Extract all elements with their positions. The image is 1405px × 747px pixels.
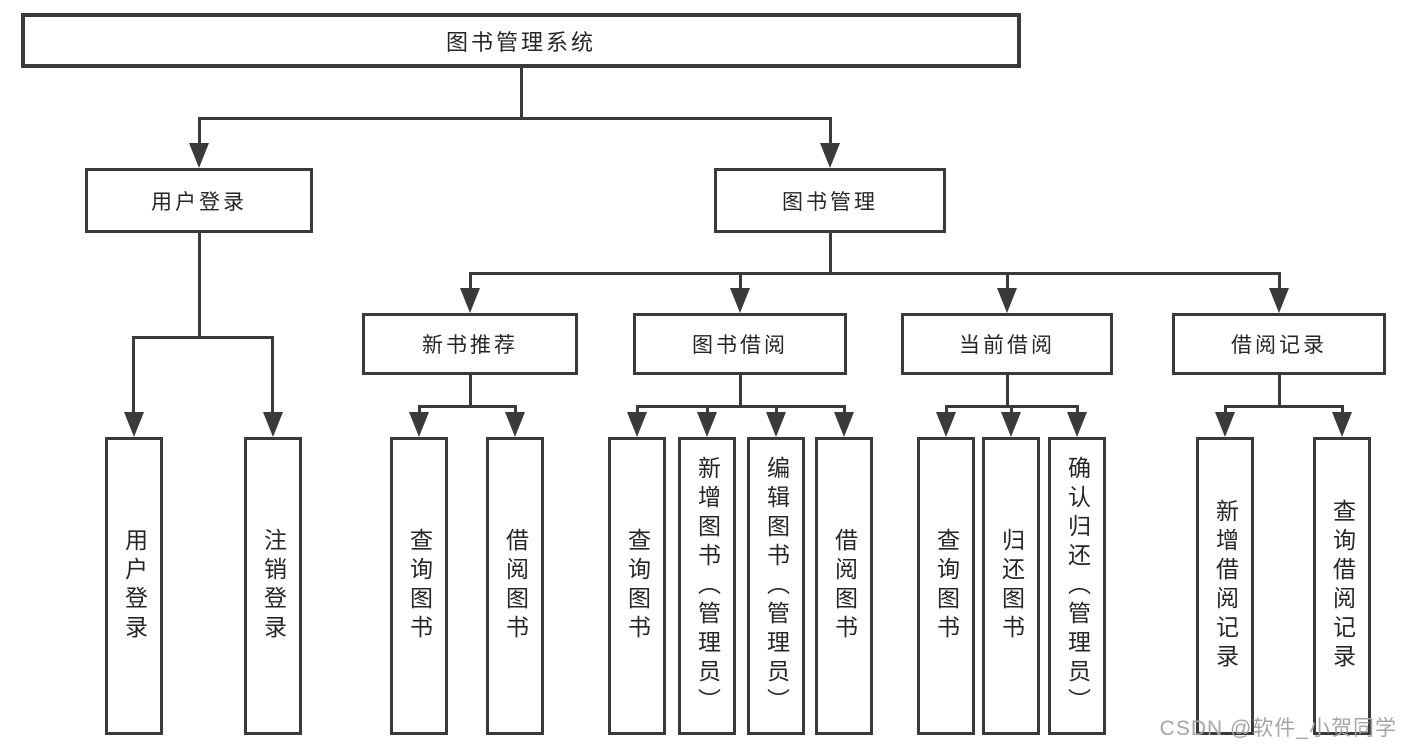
arrow-down-icon: [1332, 412, 1352, 437]
leaf-query-borrow-record: 查询借阅记录: [1313, 437, 1371, 735]
leaf-logout: 注销登录: [244, 437, 302, 735]
connector-line: [1006, 375, 1009, 405]
connector-line: [1076, 405, 1079, 417]
arrow-down-icon: [1001, 412, 1021, 437]
leaf-user-login: 用户登录: [105, 437, 163, 735]
connector-line: [1278, 375, 1281, 405]
node-borrowing-records: 借阅记录: [1172, 313, 1386, 375]
leaf-add-borrow-record-label: 新增借阅记录: [1212, 499, 1239, 673]
arrow-down-icon: [697, 412, 717, 437]
node-current-borrowing: 当前借阅: [901, 313, 1113, 375]
leaf-return-book-label: 归还图书: [998, 528, 1025, 644]
connector-line: [1278, 272, 1281, 292]
node-new-book-recommend: 新书推荐: [362, 313, 578, 375]
leaf-logout-label: 注销登录: [260, 528, 287, 644]
node-book-borrowing-label: 图书借阅: [692, 334, 788, 357]
arrow-down-icon: [936, 412, 956, 437]
connector-line: [469, 272, 1281, 275]
leaf-confirm-return-admin-label: 确认归还（管理员）: [1064, 455, 1091, 717]
leaf-confirm-return-admin: 确认归还（管理员）: [1048, 437, 1106, 735]
arrow-down-icon: [834, 412, 854, 437]
arrow-down-icon: [409, 412, 429, 437]
connector-line: [418, 405, 421, 417]
arrow-down-icon: [1269, 288, 1289, 313]
connector-line: [132, 336, 274, 339]
arrow-down-icon: [124, 412, 144, 437]
arrow-down-icon: [189, 143, 209, 168]
arrow-down-icon: [1067, 412, 1087, 437]
connector-line: [198, 117, 201, 145]
node-current-borrowing-label: 当前借阅: [959, 334, 1055, 357]
leaf-query-book-borrowing-label: 查询图书: [624, 528, 651, 644]
leaf-borrow-book-borrowing: 借阅图书: [815, 437, 873, 735]
connector-line: [418, 405, 517, 408]
leaf-add-book-admin-label: 新增图书（管理员）: [694, 455, 721, 717]
node-root-label: 图书管理系统: [445, 29, 596, 55]
leaf-edit-book-admin-label: 编辑图书（管理员）: [763, 455, 790, 717]
connector-line: [829, 117, 832, 145]
connector-line: [829, 233, 832, 272]
leaf-user-login-label: 用户登录: [121, 528, 148, 644]
arrow-down-icon: [505, 412, 525, 437]
connector-line: [1010, 405, 1013, 417]
leaf-borrow-book-recommend: 借阅图书: [486, 437, 544, 735]
connector-line: [271, 336, 274, 415]
leaf-query-borrow-record-label: 查询借阅记录: [1329, 499, 1356, 673]
connector-line: [514, 405, 517, 417]
connector-line: [636, 405, 639, 417]
connector-line: [636, 405, 846, 408]
leaf-query-book-current: 查询图书: [917, 437, 975, 735]
connector-line: [706, 405, 709, 417]
arrow-down-icon: [263, 412, 283, 437]
leaf-query-book-current-label: 查询图书: [933, 528, 960, 644]
node-user-login-label: 用户登录: [151, 190, 247, 214]
node-borrowing-records-label: 借阅记录: [1231, 334, 1327, 357]
leaf-query-book-borrowing: 查询图书: [608, 437, 666, 735]
node-root-system: 图书管理系统: [21, 13, 1021, 68]
connector-line: [132, 336, 135, 415]
connector-line: [739, 375, 742, 405]
leaf-borrow-book-borrowing-label: 借阅图书: [831, 528, 858, 644]
node-user-login: 用户登录: [85, 168, 313, 233]
arrow-down-icon: [766, 412, 786, 437]
arrow-down-icon: [1215, 412, 1235, 437]
connector-line: [775, 405, 778, 417]
connector-line: [1006, 272, 1009, 292]
arrow-down-icon: [730, 288, 750, 313]
connector-line: [1341, 405, 1344, 417]
leaf-query-book-recommend: 查询图书: [390, 437, 448, 735]
arrow-down-icon: [460, 288, 480, 313]
leaf-return-book: 归还图书: [982, 437, 1040, 735]
arrow-down-icon: [820, 143, 840, 168]
leaf-add-borrow-record: 新增借阅记录: [1196, 437, 1254, 735]
connector-line: [198, 233, 201, 336]
csdn-watermark: CSDN @软件_小贺同学: [1159, 717, 1397, 740]
node-new-book-recommend-label: 新书推荐: [422, 334, 518, 357]
leaf-query-book-recommend-label: 查询图书: [406, 528, 433, 644]
node-book-management-label: 图书管理: [782, 190, 878, 214]
connector-line: [469, 375, 472, 405]
arrow-down-icon: [997, 288, 1017, 313]
leaf-add-book-admin: 新增图书（管理员）: [678, 437, 736, 735]
connector-line: [945, 405, 948, 417]
leaf-edit-book-admin: 编辑图书（管理员）: [747, 437, 805, 735]
leaf-borrow-book-recommend-label: 借阅图书: [502, 528, 529, 644]
connector-line: [1224, 405, 1344, 408]
connector-line: [843, 405, 846, 417]
arrow-down-icon: [627, 412, 647, 437]
node-book-borrowing: 图书借阅: [633, 313, 847, 375]
connector-line: [1224, 405, 1227, 417]
node-book-management: 图书管理: [714, 168, 946, 233]
connector-line: [198, 117, 832, 120]
connector-line: [469, 272, 472, 292]
connector-line: [520, 68, 523, 117]
connector-line: [739, 272, 742, 292]
